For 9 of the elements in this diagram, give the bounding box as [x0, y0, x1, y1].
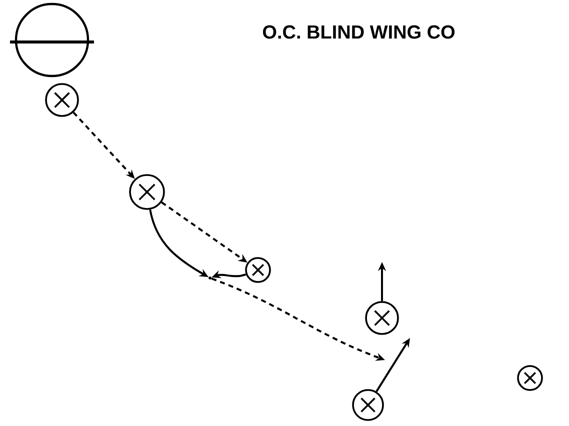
meeting-point	[208, 276, 212, 280]
play-title: O.C. BLIND WING CO	[263, 25, 455, 39]
player-symbol	[245, 257, 271, 283]
player-symbol	[365, 301, 399, 335]
player-symbol	[129, 174, 165, 210]
ball-drawing	[10, 2, 94, 78]
player-symbol	[45, 83, 79, 117]
player-symbol	[517, 365, 543, 391]
player-symbol	[352, 389, 384, 421]
